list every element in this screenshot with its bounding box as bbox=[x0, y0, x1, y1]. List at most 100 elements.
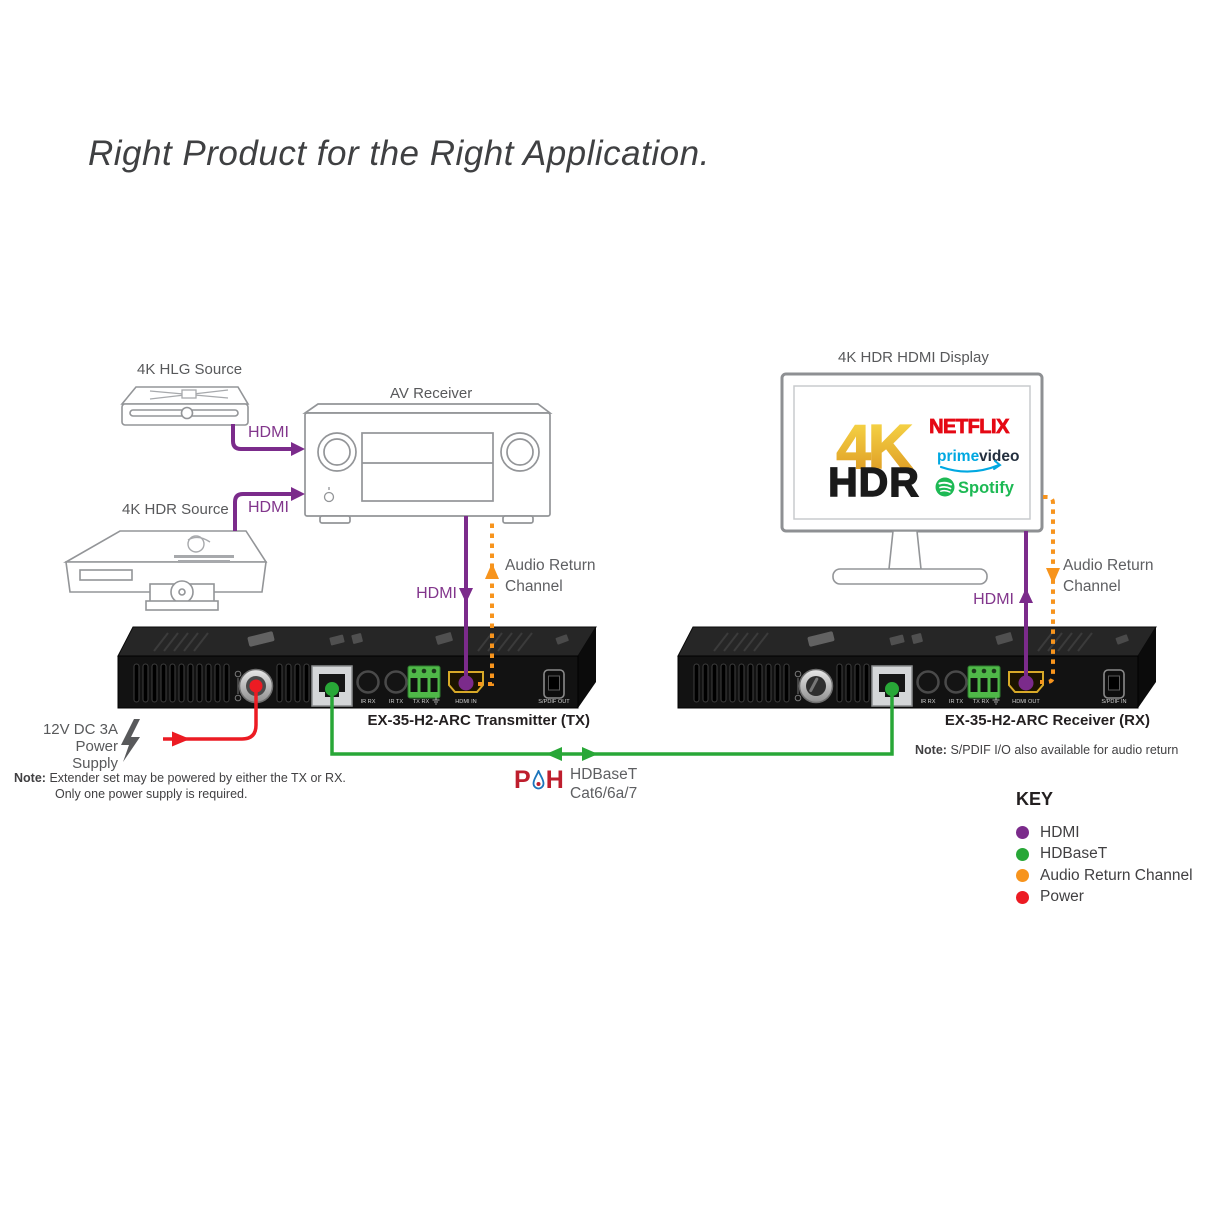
power-connection-dot bbox=[249, 679, 263, 693]
arrow-right-icon bbox=[172, 731, 190, 747]
transmitter-caption: EX-35-H2-ARC Transmitter (TX) bbox=[367, 712, 590, 729]
key-dot-hdbaset bbox=[1016, 847, 1029, 861]
key-item-power: Power bbox=[1016, 887, 1193, 909]
tx-phoenix-label: TX RX bbox=[413, 699, 430, 705]
rx-top-markings bbox=[807, 631, 1129, 647]
rx-ir-tx-port bbox=[944, 670, 968, 694]
page-title: Right Product for the Right Application. bbox=[88, 134, 710, 173]
transmitter-device: IR RX IR TX TX RX HDMI IN S/PDIF OUT bbox=[117, 626, 597, 709]
arrow-right-icon bbox=[291, 442, 305, 456]
arc-label-tx-line2: Channel bbox=[505, 578, 563, 595]
hdmi-label-tx: HDMI bbox=[416, 585, 457, 602]
hdbaset-label-line1: HDBaseT bbox=[570, 766, 638, 783]
hdr-source-label: 4K HDR Source bbox=[122, 501, 229, 518]
rx-vent-slots bbox=[693, 663, 870, 703]
arc-label-rx-line2: Channel bbox=[1063, 578, 1121, 595]
power-line bbox=[163, 679, 263, 747]
arrow-down-icon bbox=[459, 588, 473, 603]
power-supply-line1: 12V DC 3A bbox=[42, 721, 118, 738]
arrow-up-icon bbox=[485, 563, 499, 579]
hdmi-out-connection-dot bbox=[1018, 675, 1034, 691]
rx-power-port bbox=[798, 668, 834, 704]
tv-display-drawing: 4K HDR NETFLIX prime video Spotify bbox=[780, 372, 1044, 585]
arc-label-rx: Audio Return Channel bbox=[1063, 555, 1153, 597]
hdmi-line-hdr-to-avr bbox=[233, 487, 305, 531]
power-note-text1: Extender set may be powered by either th… bbox=[49, 771, 346, 785]
tx-hdmi-label: HDMI IN bbox=[455, 699, 476, 705]
tx-hdbaset-connection-dot bbox=[325, 682, 339, 696]
poh-letter-p: P bbox=[514, 766, 531, 794]
key-label-hdbaset: HDBaseT bbox=[1040, 845, 1108, 863]
rx-ground-symbol bbox=[992, 697, 1000, 705]
rx-ir-tx-label: IR TX bbox=[949, 699, 963, 705]
receiver-device: IR RX IR TX TX RX HDMI OUT S/PDIF IN bbox=[677, 626, 1157, 709]
netflix-logo-text: NETFLIX bbox=[929, 416, 1010, 438]
rx-dc-polarity-icon bbox=[794, 670, 802, 702]
arrow-down-icon bbox=[1046, 568, 1060, 584]
key-item-hdbaset: HDBaseT bbox=[1016, 844, 1193, 866]
tx-ir-tx-label: IR TX bbox=[389, 699, 403, 705]
prime-video-logo: prime video bbox=[937, 448, 1019, 473]
video-text: video bbox=[979, 448, 1019, 465]
receiver-note-text: S/PDIF I/O also available for audio retu… bbox=[950, 743, 1179, 757]
power-note-text2: Only one power supply is required. bbox=[55, 787, 248, 801]
key-item-hdmi: HDMI bbox=[1016, 822, 1193, 844]
power-note-bold: Note: bbox=[14, 771, 46, 785]
hlg-top-logo bbox=[149, 389, 229, 400]
hdbaset-cable-label: HDBaseT Cat6/6a/7 bbox=[570, 765, 637, 803]
rx-hdmi-label: HDMI OUT bbox=[1012, 699, 1040, 705]
rx-phoenix-port bbox=[967, 665, 1001, 699]
rx-hdbaset-connection-dot bbox=[885, 682, 899, 696]
arc-label-tx-line1: Audio Return bbox=[505, 557, 596, 574]
arrow-right-icon bbox=[291, 487, 305, 501]
arrow-up-icon bbox=[1019, 588, 1033, 603]
receiver-note-bold: Note: bbox=[915, 743, 947, 757]
receiver-note: Note: S/PDIF I/O also available for audi… bbox=[915, 742, 1178, 758]
prime-text: prime bbox=[937, 448, 980, 465]
key-title: KEY bbox=[1016, 789, 1054, 809]
bluray-logo bbox=[187, 535, 211, 553]
arc-line-tx-to-avr bbox=[478, 520, 499, 686]
spotify-text: Spotify bbox=[958, 479, 1015, 497]
key-item-audio-return: Audio Return Channel bbox=[1016, 865, 1193, 887]
receiver-caption: EX-35-H2-ARC Receiver (RX) bbox=[944, 712, 1150, 729]
hdmi-display-label: 4K HDR HDMI Display bbox=[838, 349, 989, 366]
prime-smile-arrow bbox=[993, 460, 1002, 470]
tx-phoenix-port bbox=[407, 665, 441, 699]
spotify-logo: Spotify bbox=[935, 477, 1015, 497]
arrow-left-icon bbox=[546, 747, 562, 761]
tx-ir-rx-port bbox=[356, 670, 380, 694]
av-receiver-drawing bbox=[302, 403, 553, 524]
power-note-line1: Note: Extender set may be powered by eit… bbox=[14, 770, 346, 786]
arrow-right-icon bbox=[582, 747, 598, 761]
hlg-source-drawing bbox=[120, 386, 250, 426]
hdr-logo-text: HDR bbox=[828, 459, 920, 505]
hdbaset-label-line2: Cat6/6a/7 bbox=[570, 785, 638, 802]
tx-top-vents bbox=[153, 632, 533, 652]
hdmi-label-rx: HDMI bbox=[973, 591, 1014, 608]
hdmi-label-hlg: HDMI bbox=[248, 424, 289, 441]
key-label-hdmi: HDMI bbox=[1040, 823, 1080, 841]
hdmi-line-rx-to-tv bbox=[1018, 531, 1034, 691]
tx-spdif-port bbox=[543, 669, 565, 699]
tx-ir-rx-label: IR RX bbox=[361, 699, 376, 705]
hdmi-label-hdr: HDMI bbox=[248, 499, 289, 516]
power-note: Note: Extender set may be powered by eit… bbox=[14, 770, 346, 802]
key-label-power: Power bbox=[1040, 888, 1084, 906]
rx-phoenix-label: TX RX bbox=[973, 699, 990, 705]
prime-smile-icon bbox=[939, 463, 1001, 473]
tx-ground-symbol bbox=[432, 697, 440, 705]
arc-line-tv-to-rx bbox=[1040, 495, 1060, 684]
arc-label-tx: Audio Return Channel bbox=[505, 555, 595, 597]
key-dot-audio-return bbox=[1016, 869, 1029, 883]
key-dot-power bbox=[1016, 890, 1029, 904]
av-receiver-label: AV Receiver bbox=[390, 385, 473, 402]
arc-label-rx-line1: Audio Return bbox=[1063, 557, 1154, 574]
hlg-source-label: 4K HLG Source bbox=[137, 361, 243, 378]
hdmi-in-connection-dot bbox=[458, 675, 474, 691]
rx-spdif-port bbox=[1103, 669, 1125, 699]
screen-4k-hdr-logo: 4K HDR bbox=[827, 412, 920, 505]
rx-port-labels: IR RX IR TX TX RX HDMI OUT S/PDIF IN bbox=[921, 697, 1127, 705]
